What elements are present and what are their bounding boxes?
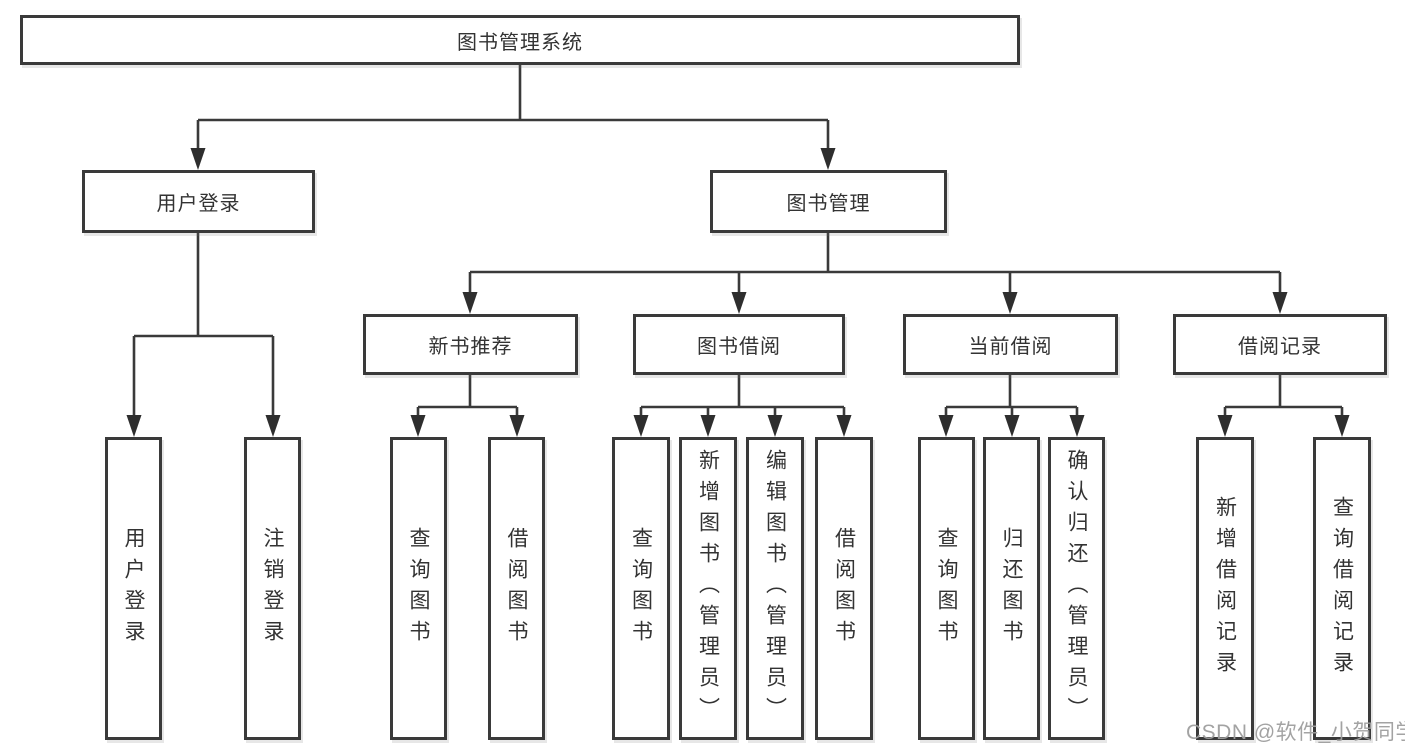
node-library-management-system: 图书管理系统 xyxy=(20,15,1020,65)
leaf-edit-books-admin: 编辑图书（管理员） xyxy=(746,437,804,740)
node-label: 借阅图书 xyxy=(832,526,856,651)
node-label: 当前借阅 xyxy=(968,336,1053,358)
node-label: 查询借阅记录 xyxy=(1330,495,1354,682)
leaf-borrow-books: 借阅图书 xyxy=(815,437,873,740)
node-borrowing-records: 借阅记录 xyxy=(1173,314,1387,375)
leaf-query-borrow-record: 查询借阅记录 xyxy=(1313,437,1371,740)
node-label: 图书借阅 xyxy=(697,336,781,358)
node-book-management: 图书管理 xyxy=(710,170,947,233)
leaf-add-borrow-record: 新增借阅记录 xyxy=(1196,437,1254,740)
node-label: 新增借阅记录 xyxy=(1213,495,1237,682)
node-label: 借阅图书 xyxy=(505,526,528,651)
node-label: 注销登录 xyxy=(261,526,284,651)
leaf-query-books: 查询图书 xyxy=(918,437,975,740)
node-label: 查询图书 xyxy=(629,526,653,651)
leaf-borrow-books: 借阅图书 xyxy=(488,437,545,740)
node-label: 新书推荐 xyxy=(428,336,513,358)
node-label: 借阅记录 xyxy=(1238,336,1322,358)
node-label: 用户登录 xyxy=(156,193,241,215)
leaf-query-books: 查询图书 xyxy=(390,437,447,740)
node-label: 确认归还（管理员） xyxy=(1065,449,1088,728)
node-new-book-recommendation: 新书推荐 xyxy=(363,314,578,375)
node-book-borrowing: 图书借阅 xyxy=(633,314,845,375)
node-label: 归还图书 xyxy=(1000,526,1023,651)
leaf-confirm-return-admin: 确认归还（管理员） xyxy=(1048,437,1105,740)
node-label: 图书管理系统 xyxy=(457,31,583,54)
node-label: 编辑图书（管理员） xyxy=(763,449,787,728)
leaf-add-books-admin: 新增图书（管理员） xyxy=(679,437,737,740)
node-label: 查询图书 xyxy=(407,526,430,651)
csdn-watermark: CSDN @软件_小贺同学 xyxy=(1186,721,1405,744)
leaf-logout: 注销登录 xyxy=(244,437,301,740)
node-label: 图书管理 xyxy=(786,193,871,215)
leaf-query-books: 查询图书 xyxy=(612,437,670,740)
node-label: 查询图书 xyxy=(935,526,958,651)
node-label: 用户登录 xyxy=(122,526,145,651)
node-label: 新增图书（管理员） xyxy=(696,449,720,728)
leaf-user-login: 用户登录 xyxy=(105,437,162,740)
node-current-borrowing: 当前借阅 xyxy=(903,314,1118,375)
leaf-return-books: 归还图书 xyxy=(983,437,1040,740)
node-user-login: 用户登录 xyxy=(82,170,315,233)
